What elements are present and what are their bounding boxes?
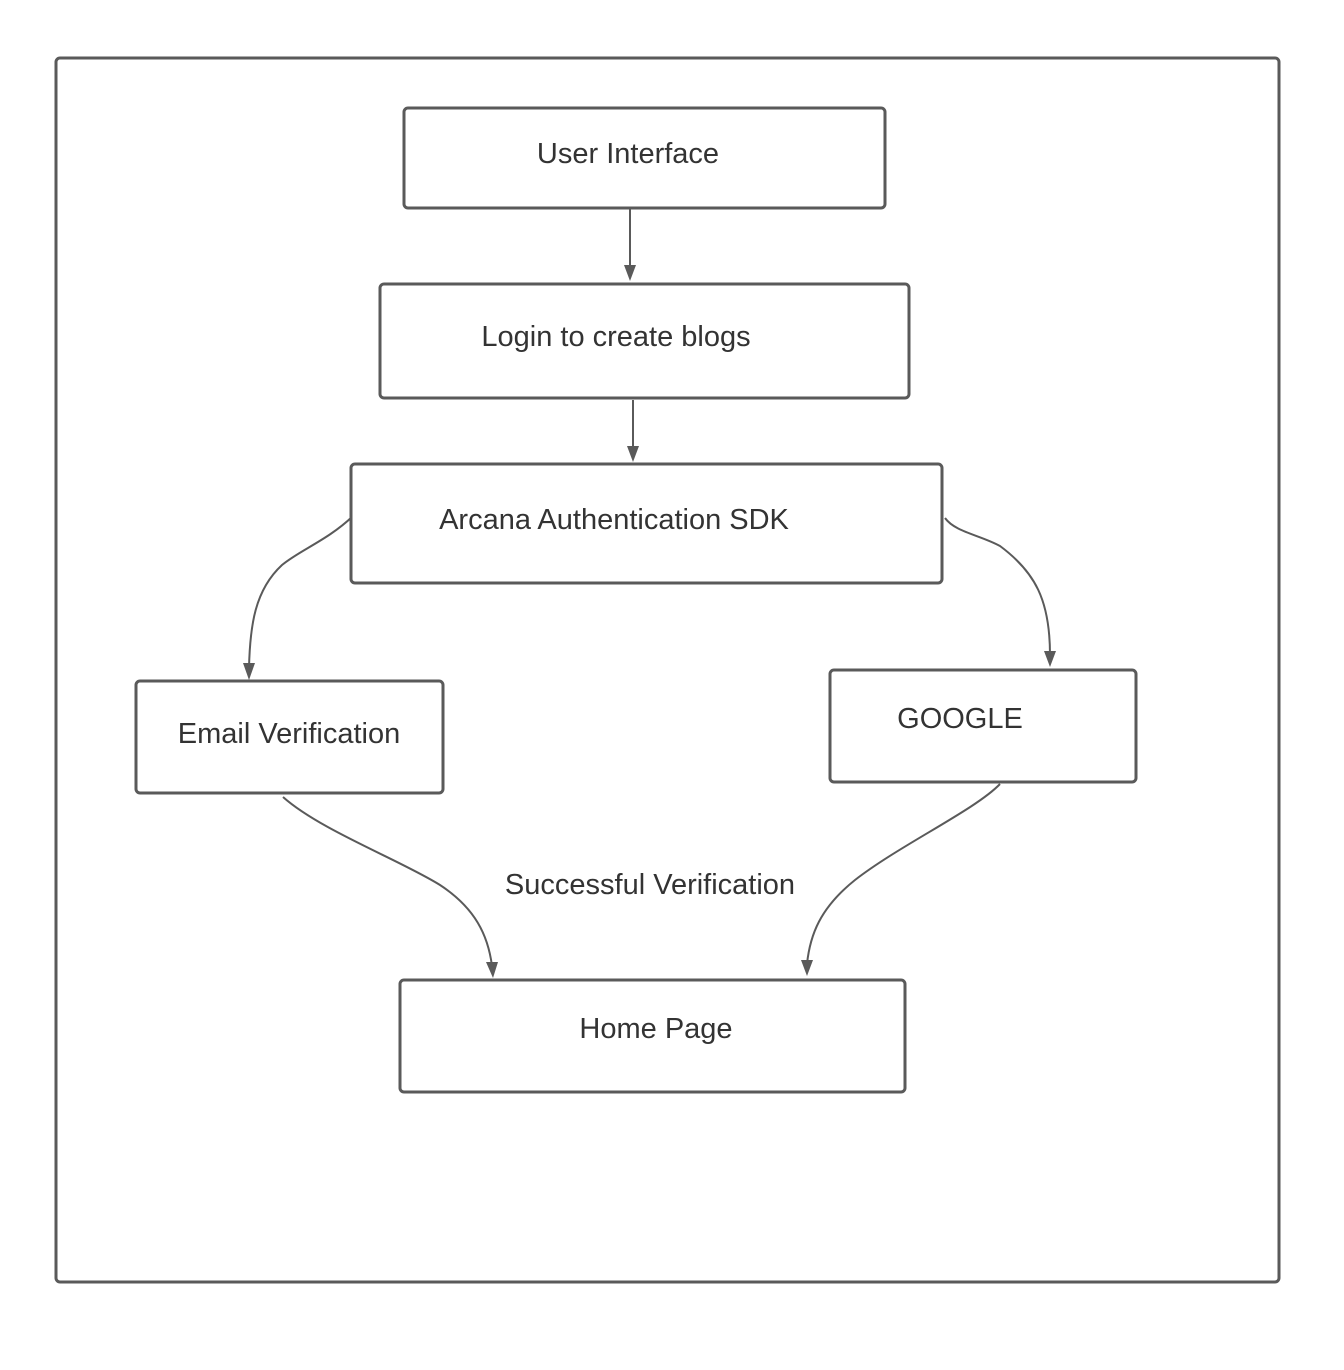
node-label-arcana-sdk: Arcana Authentication SDK <box>439 504 789 536</box>
node-box <box>398 978 907 1094</box>
edges <box>243 208 1056 978</box>
edge-label-successful-verification: Successful Verification <box>505 869 795 901</box>
node-label-google: GOOGLE <box>897 703 1023 735</box>
edge-arcana-sdk-to-google <box>944 517 1051 656</box>
node-label-home-page: Home Page <box>579 1013 732 1045</box>
arrowhead-google <box>1044 651 1056 667</box>
arrowhead-arcana-sdk <box>627 446 639 462</box>
arrowhead-login <box>624 265 636 281</box>
node-box <box>828 668 1138 784</box>
node-login: Login to create blogs <box>378 282 911 400</box>
node-home-page: Home Page <box>398 978 907 1094</box>
arrowhead-email-verification <box>243 663 255 680</box>
node-email-verification: Email Verification <box>134 679 445 795</box>
edge-google-to-home <box>806 783 1001 965</box>
edge-arcana-sdk-to-email <box>248 515 354 669</box>
node-label-login: Login to create blogs <box>481 321 750 353</box>
node-box <box>134 679 445 795</box>
node-box <box>402 106 887 210</box>
diagram-frame <box>54 56 1281 1284</box>
node-box <box>349 462 944 585</box>
node-box <box>378 282 911 400</box>
node-google: GOOGLE <box>828 668 1138 784</box>
edge-email-to-home <box>282 796 493 967</box>
node-label-user-interface: User Interface <box>537 138 719 170</box>
arrowhead-home-right <box>801 960 813 976</box>
node-user-interface: User Interface <box>402 106 887 210</box>
node-label-email-verification: Email Verification <box>178 718 400 750</box>
node-arcana-sdk: Arcana Authentication SDK <box>349 462 944 585</box>
arrowhead-home-left <box>486 962 498 978</box>
